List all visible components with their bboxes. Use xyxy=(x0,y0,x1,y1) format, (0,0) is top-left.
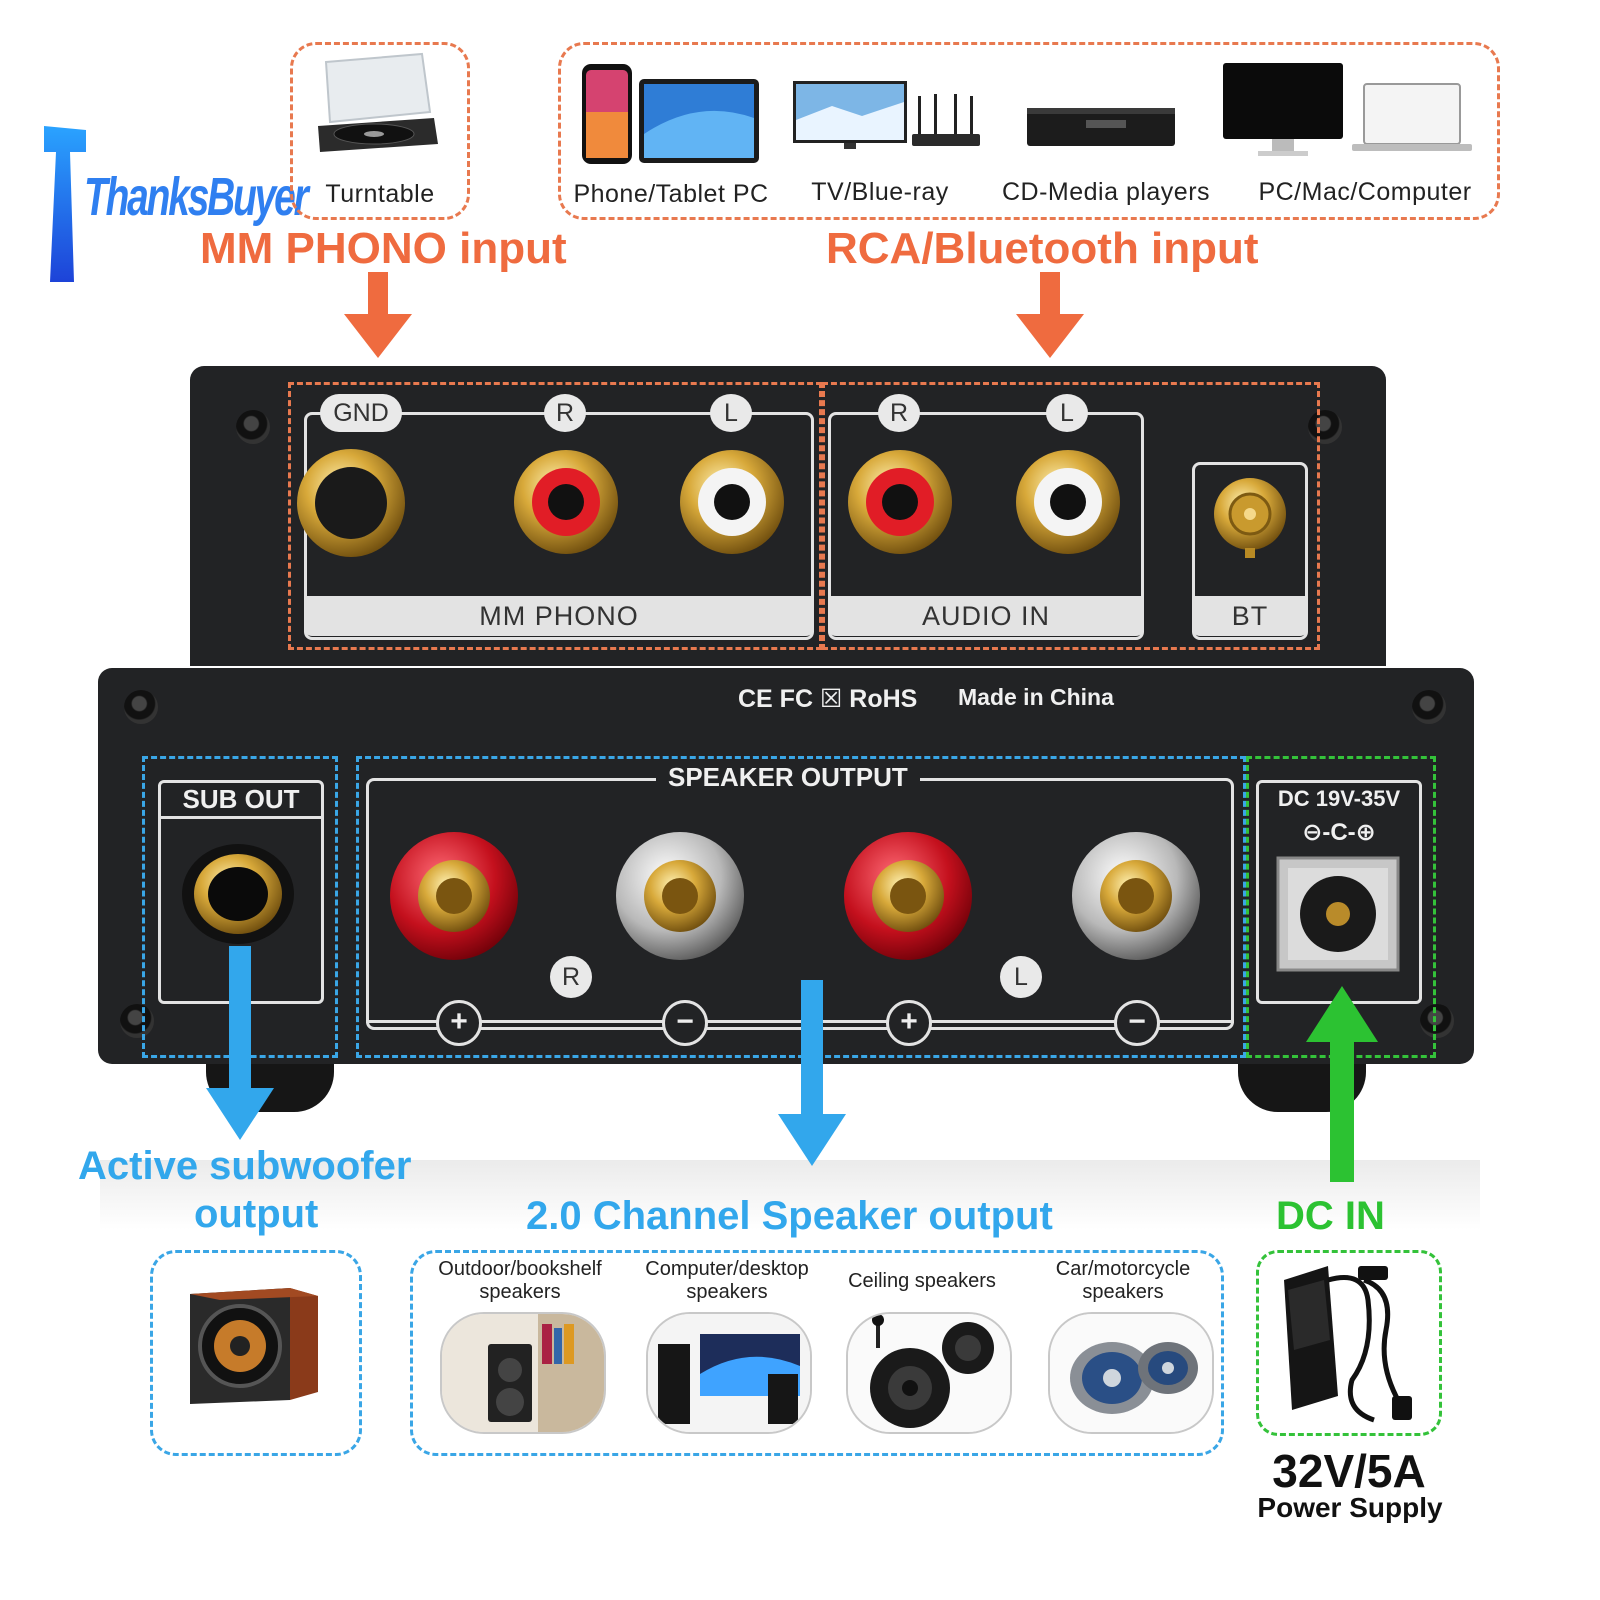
gnd-label: GND xyxy=(320,394,402,432)
computer-caption-line1: Computer/desktop xyxy=(645,1258,809,1280)
phono-l-jack[interactable] xyxy=(678,448,786,556)
tv-bluray-label: TV/Blue-ray xyxy=(811,178,949,206)
screw-top-left xyxy=(236,410,270,444)
screw-top-right xyxy=(1308,410,1342,444)
power-supply-label: Power Supply xyxy=(1257,1492,1443,1523)
speaker-output-heading: 2.0 Channel Speaker output xyxy=(526,1194,1053,1238)
speaker-r-label: R xyxy=(550,956,592,998)
audio-in-label: AUDIO IN xyxy=(828,596,1144,636)
laptop-icon xyxy=(1352,83,1472,151)
subwoofer-box xyxy=(150,1250,362,1456)
speaker-r-plus-post[interactable] xyxy=(388,830,520,962)
turntable-source-box xyxy=(290,42,470,220)
speaker-output-label: SPEAKER OUTPUT xyxy=(656,762,920,793)
power-rating: 32V/5A xyxy=(1272,1445,1426,1497)
car-speaker-icon xyxy=(1050,1314,1212,1432)
rca-arrow-down-icon xyxy=(1016,272,1084,358)
power-adapter-icon xyxy=(1284,1266,1412,1423)
outdoor-caption-line1: Outdoor/bookshelf xyxy=(438,1258,602,1280)
brand-name: ThanksBuyer xyxy=(84,167,309,227)
dc-polarity-symbol: ⊖-C-⊕ xyxy=(1302,819,1376,846)
router-icon xyxy=(912,94,980,146)
screw-bottom-left xyxy=(120,1004,154,1038)
ceiling-caption: Ceiling speakers xyxy=(848,1270,996,1292)
phono-input-area xyxy=(288,382,822,650)
speakers-box xyxy=(410,1250,1224,1456)
car-caption-line1: Car/motorcycle xyxy=(1055,1258,1191,1280)
phone-icon xyxy=(582,64,632,164)
phono-l-label: L xyxy=(710,394,752,432)
turntable-icon xyxy=(318,52,438,152)
brand-logo: ThanksBuyer xyxy=(44,126,309,282)
rca-sources-box xyxy=(558,42,1500,220)
screw-mid-right xyxy=(1412,690,1446,724)
speaker-l-minus-post[interactable] xyxy=(1070,830,1202,962)
tv-icon xyxy=(793,81,907,149)
speaker-arrow-down-icon xyxy=(778,980,846,1166)
cd-media-label: CD-Media players xyxy=(1001,178,1211,206)
polarity-plus-r: + xyxy=(436,1000,482,1046)
pc-mac-label: PC/Mac/Computer xyxy=(1258,178,1472,206)
audio-r-jack[interactable] xyxy=(846,448,954,556)
speaker-l-label: L xyxy=(1000,956,1042,998)
car-speakers-thumb xyxy=(1048,1312,1214,1434)
bookshelf-speaker-icon xyxy=(442,1314,604,1432)
bt-label: BT xyxy=(1192,596,1308,636)
audio-r-label: R xyxy=(878,394,920,432)
turntable-label: Turntable xyxy=(325,180,435,208)
rca-input-area xyxy=(822,382,1320,650)
dc-range-label: DC 19V-35V xyxy=(1277,786,1401,811)
tablet-icon xyxy=(639,79,759,163)
audio-in-frame xyxy=(828,412,1144,640)
active-subwoofer-heading-line2: output xyxy=(194,1192,319,1236)
monitor-icon xyxy=(1223,63,1343,156)
made-in-china: Made in China xyxy=(958,684,1114,710)
dc-in-heading: DC IN xyxy=(1276,1194,1385,1238)
polarity-line xyxy=(366,1020,1234,1023)
polarity-minus-r: − xyxy=(662,1000,708,1046)
sub-out-divider xyxy=(158,816,324,819)
sub-out-label: SUB OUT xyxy=(182,784,300,814)
sub-out-jack[interactable] xyxy=(180,842,296,946)
bt-frame xyxy=(1192,462,1308,640)
certification-marks: CE FC ☒ RoHS xyxy=(738,685,918,713)
ceiling-speaker-icon xyxy=(848,1314,1010,1432)
mm-phono-label: MM PHONO xyxy=(304,596,814,636)
screw-mid-left xyxy=(124,690,158,724)
outdoor-speakers-thumb xyxy=(440,1312,606,1434)
computer-caption-line2: speakers xyxy=(686,1281,768,1303)
bt-antenna-connector[interactable] xyxy=(1212,476,1288,558)
desktop-speaker-icon xyxy=(648,1314,810,1432)
rca-bluetooth-input-heading: RCA/Bluetooth input xyxy=(826,224,1259,273)
audio-l-jack[interactable] xyxy=(1014,448,1122,556)
car-caption-line2: speakers xyxy=(1082,1281,1164,1303)
phone-tablet-label: Phone/Tablet PC xyxy=(573,180,769,208)
speaker-r-minus-post[interactable] xyxy=(614,830,746,962)
dc-power-jack[interactable] xyxy=(1276,856,1400,972)
computer-speakers-thumb xyxy=(646,1312,812,1434)
gnd-terminal[interactable] xyxy=(294,446,408,560)
dc-arrow-up-icon xyxy=(1306,986,1378,1182)
speaker-l-plus-post[interactable] xyxy=(842,830,974,962)
phono-r-jack[interactable] xyxy=(512,448,620,556)
cd-player-icon xyxy=(1027,108,1175,146)
polarity-minus-l: − xyxy=(1114,1000,1160,1046)
polarity-plus-l: + xyxy=(886,1000,932,1046)
phono-arrow-down-icon xyxy=(344,272,412,358)
mm-phono-input-heading: MM PHONO input xyxy=(200,224,567,273)
subwoofer-arrow-down-icon xyxy=(206,946,274,1140)
phono-r-label: R xyxy=(544,394,586,432)
subwoofer-icon xyxy=(190,1288,318,1404)
audio-l-label: L xyxy=(1046,394,1088,432)
outdoor-caption-line2: speakers xyxy=(479,1281,561,1303)
power-supply-box xyxy=(1256,1250,1442,1436)
ceiling-speakers-thumb xyxy=(846,1312,1012,1434)
brand-logo-icon xyxy=(44,126,86,282)
screw-bottom-right xyxy=(1420,1004,1454,1038)
active-subwoofer-heading: Active subwoofer xyxy=(78,1144,412,1188)
